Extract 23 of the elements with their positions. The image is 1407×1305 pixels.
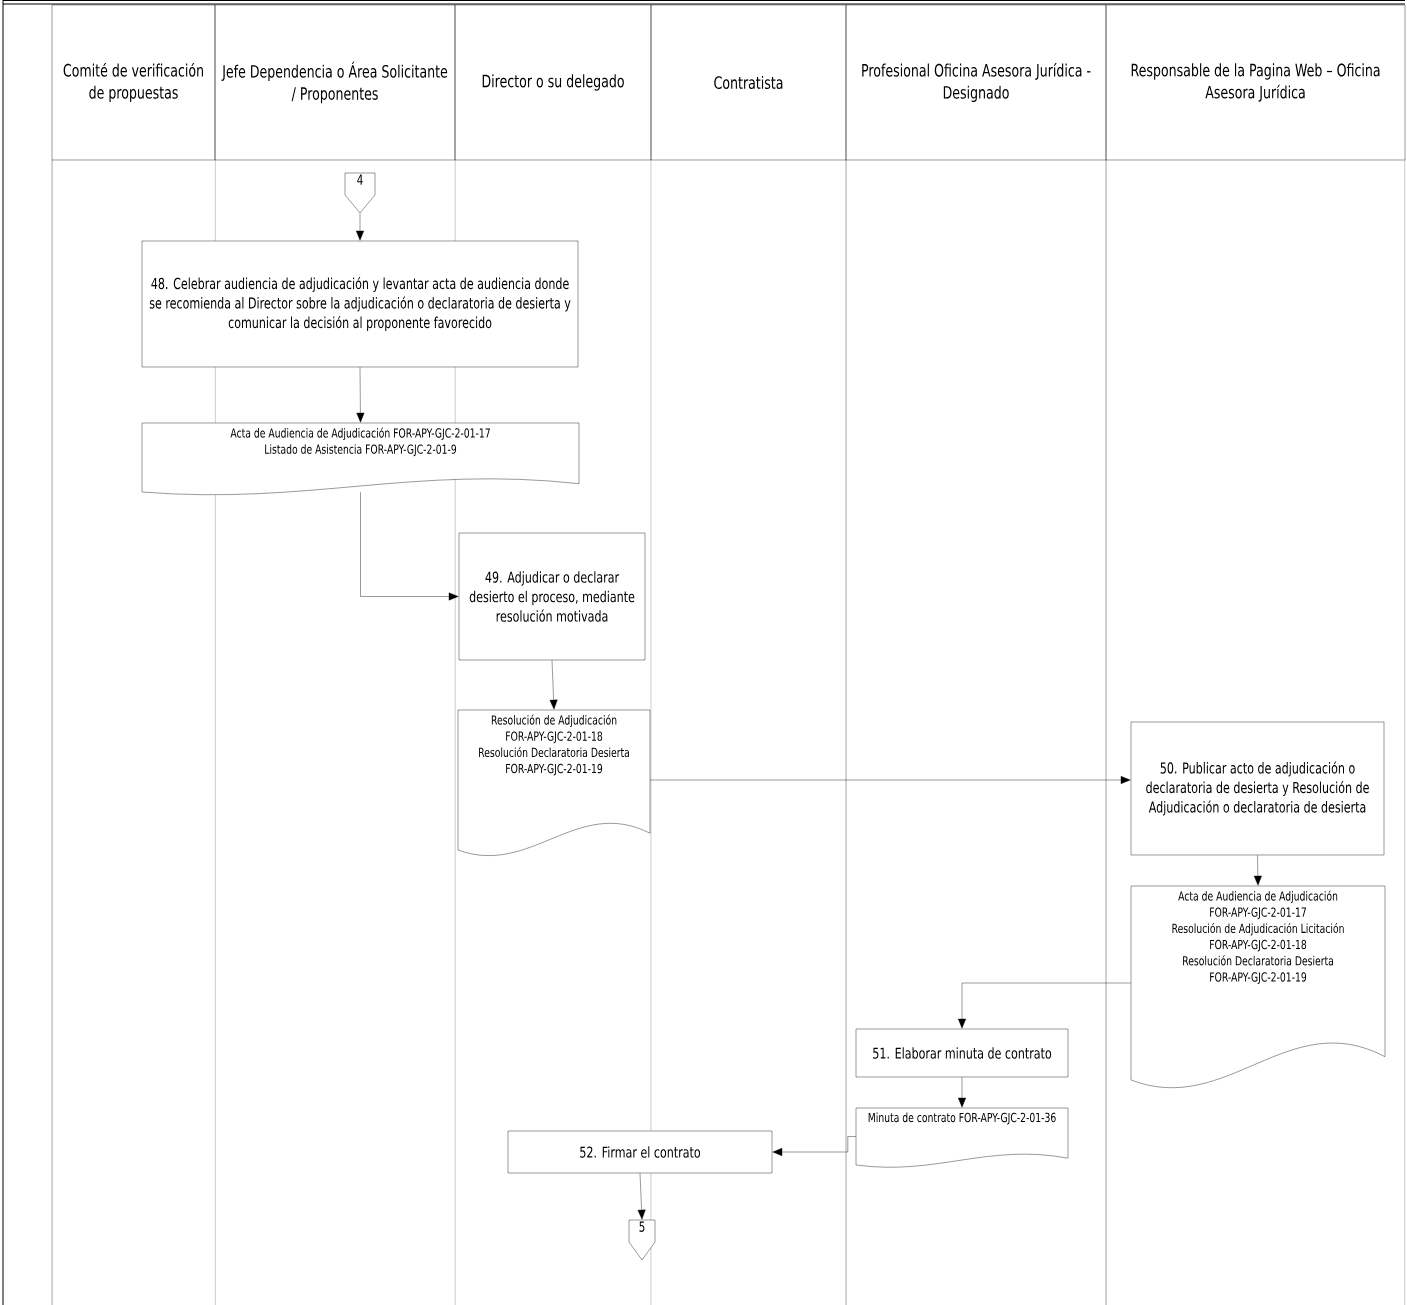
off-page-connector: 5: [628, 1219, 656, 1261]
arrow: [772, 1136, 856, 1156]
lane-header: Jefe Dependencia o Área Solicitante / Proponentes: [214, 4, 456, 161]
arrow: [958, 1077, 966, 1108]
arrow: [958, 982, 1131, 1029]
arrow: [356, 213, 364, 241]
process-box: 48. Celebrar audiencia de adjudicación y levantar acta de audiencia donde se recomienda al Director sobre la adjudicación o declaratoria de desierta y comunicar la decisión al proponente favorecido: [141, 240, 579, 368]
arrow: [360, 492, 459, 601]
process-box: 51. Elaborar minuta de contrato: [855, 1028, 1069, 1078]
lane-header: Director o su delegado: [454, 4, 652, 161]
arrow: [637, 1173, 646, 1220]
process-box: 50. Publicar acto de adjudicación o declaratoria de desierta y Resolución de Adjudicación o declaratoria de desierta: [1130, 721, 1385, 856]
process-box: 49. Adjudicar o declarar desierto el proceso, mediante resolución motivada: [458, 532, 646, 661]
off-page-connector: 4: [344, 172, 376, 214]
arrow: [650, 776, 1131, 784]
lane-header: Profesional Oficina Asesora Jurídica - Designado: [845, 4, 1107, 161]
process-box: 52. Firmar el contrato: [507, 1130, 773, 1174]
arrow: [1253, 855, 1262, 886]
lane-header: Responsable de la Pagina Web – Oficina Asesora Jurídica: [1105, 4, 1406, 161]
lane-header: Contratista: [650, 4, 847, 161]
arrow: [356, 367, 365, 423]
arrow: [549, 660, 558, 710]
lane-header: Comité de verificación de propuestas: [51, 4, 216, 161]
